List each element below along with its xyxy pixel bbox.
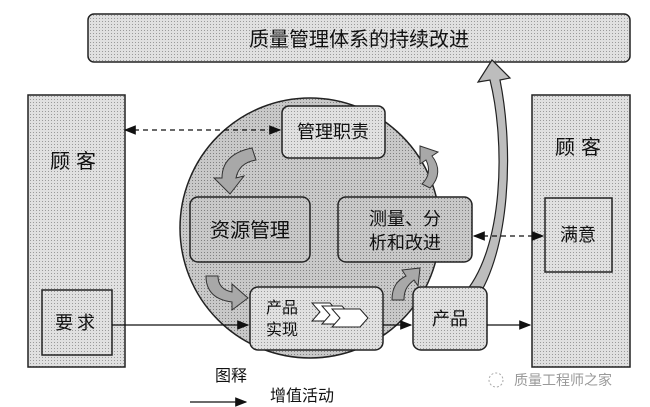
improvement-arrow-icon [460,59,512,301]
legend: 图释 增值活动 [190,366,334,407]
right-customer-box: 顾客 满意 [531,94,631,368]
measurement-label-line2: 析和改进 [369,233,441,254]
cycle-arrow-icon [419,145,440,189]
satisfaction-box [544,197,613,273]
realization-label-line2: 实现 [266,320,298,339]
wechat-icon [488,372,504,388]
legend-title: 图释 [215,366,247,385]
right-customer-label: 顾客 [555,135,607,159]
management-responsibility-label: 管理职责 [297,122,369,143]
legend-value-added: 增值活动 [270,386,334,405]
title-box: 质量管理体系的持续改进 [87,13,631,63]
product-realization-box: 产品 实现 [249,286,384,351]
watermark: 质量工程师之家 [488,372,612,389]
diagram-title: 质量管理体系的持续改进 [249,27,469,51]
product-label: 产品 [432,309,468,330]
requirement-label: 要求 [55,313,99,334]
satisfaction-label: 满意 [560,225,596,246]
chevron-flow-icon [310,302,369,328]
left-customer-box: 顾客 要求 [27,94,126,368]
measurement-label-line1: 测量、分 [369,209,441,230]
measurement-box: 测量、分 析和改进 [337,196,473,263]
cycle-arrow-icon [212,147,257,195]
product-box: 产品 [412,286,488,351]
realization-label-line1: 产品 [266,298,298,317]
resource-management-label: 资源管理 [210,218,290,242]
requirement-box [41,289,113,356]
management-responsibility-box: 管理职责 [281,105,386,159]
cycle-arrow-icon [391,267,421,301]
resource-management-box: 资源管理 [189,196,311,263]
watermark-text: 质量工程师之家 [514,372,612,389]
left-customer-label: 顾客 [50,149,102,173]
cycle-arrow-icon [205,275,249,311]
